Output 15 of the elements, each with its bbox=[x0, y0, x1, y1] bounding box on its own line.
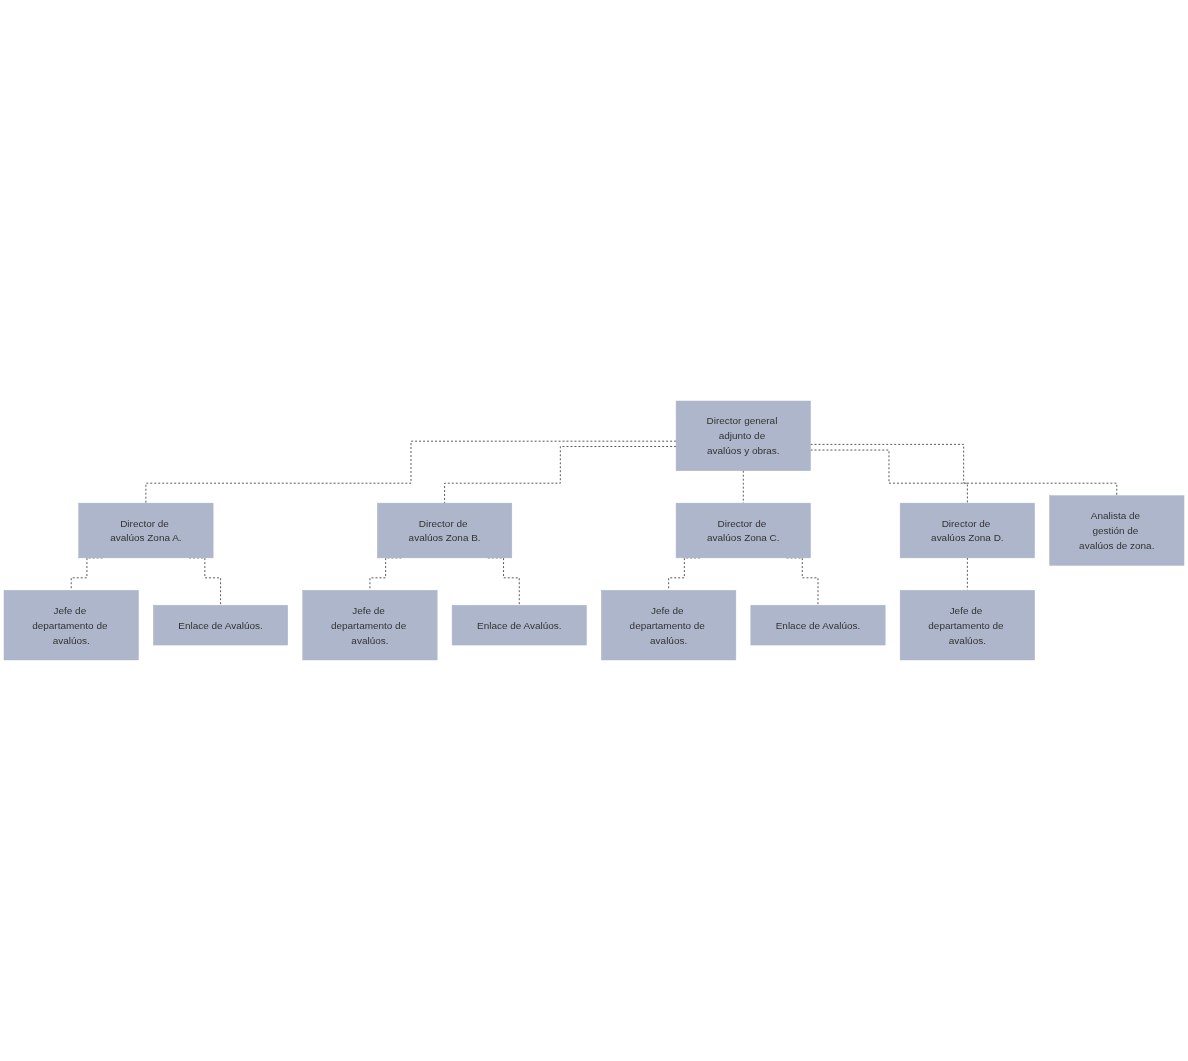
node-box: Jefe de departamento de avalúos. bbox=[601, 590, 737, 661]
connector bbox=[810, 449, 968, 504]
node-box: Director de avalúos Zona C. bbox=[675, 502, 811, 559]
node-box: Director de avalúos Zona A. bbox=[78, 502, 214, 559]
node-box: Enlace de Avalúos. bbox=[750, 604, 886, 646]
connector bbox=[810, 444, 1118, 496]
node-box: Director general adjunto de avalúos y obras. bbox=[675, 400, 811, 471]
node-box: Director de avalúos Zona D. bbox=[899, 502, 1035, 559]
node-box: Director de avalúos Zona B. bbox=[377, 502, 513, 559]
node-box: Enlace de Avalúos. bbox=[451, 604, 587, 646]
node-box: Jefe de departamento de avalúos. bbox=[302, 590, 438, 661]
node-box: Jefe de departamento de avalúos. bbox=[3, 590, 139, 661]
node-box: Analista de gestión de avalúos de zona. bbox=[1049, 495, 1185, 566]
node-box: Enlace de Avalúos. bbox=[153, 604, 288, 646]
node-box: Jefe de departamento de avalúos. bbox=[899, 590, 1035, 661]
